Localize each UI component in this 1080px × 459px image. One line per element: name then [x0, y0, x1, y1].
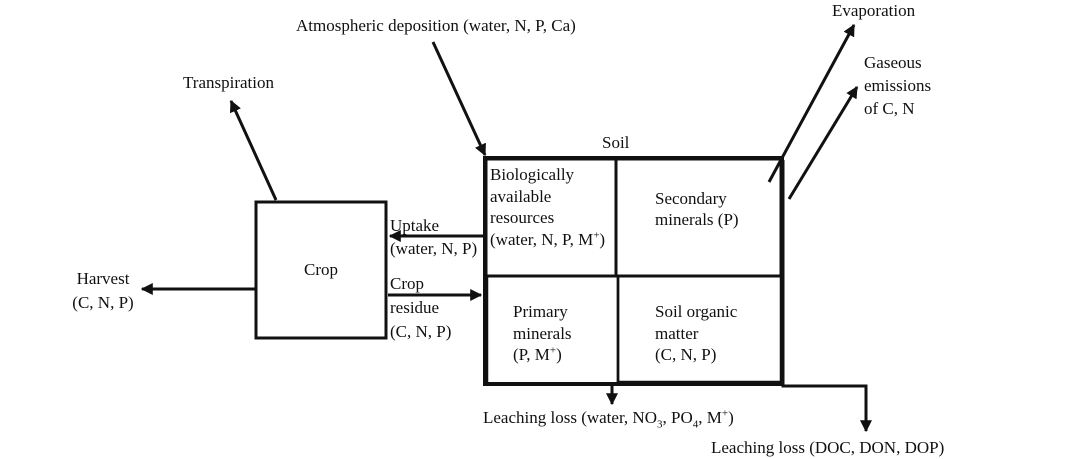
gaseous-emissions-line: of C, N [864, 99, 915, 118]
atmospheric-deposition-arrow [431, 41, 487, 157]
text-part: ) [556, 345, 562, 364]
uptake-label: Uptake (water, N, P) [390, 214, 477, 260]
crop-residue-line: Crop [390, 274, 424, 293]
text-part: , M [698, 408, 722, 427]
biologically-available-line: Biologically [490, 165, 575, 184]
evaporation-arrow [767, 23, 856, 183]
secondary-minerals-line: minerals (P) [655, 210, 739, 229]
crop-box [254, 200, 388, 340]
biologically-available-line: (water, N, P, M+) [490, 229, 605, 251]
biologically-available-label: Biologically available resources (water,… [490, 164, 605, 250]
text-part: (P, M [513, 345, 550, 364]
primary-minerals-line: minerals [513, 323, 572, 343]
soil-organic-matter-line: Soil organic [655, 302, 738, 321]
leaching-organic-label: Leaching loss (DOC, DON, DOP) [711, 438, 945, 457]
text-part: ) [728, 408, 734, 427]
subscript: 4 [692, 418, 699, 431]
text-part: (water, N, P, M [490, 229, 594, 249]
subscript: 3 [656, 418, 663, 431]
secondary-minerals-label: Secondary minerals (P) [655, 188, 739, 230]
text-part: , PO [662, 408, 693, 427]
gaseous-emissions-line: Gaseous [864, 53, 922, 72]
superscript: + [593, 228, 600, 241]
primary-minerals-label: Primary minerals (P, M+) [513, 301, 572, 366]
gaseous-emissions-arrow [787, 85, 859, 200]
biologically-available-line: resources [490, 208, 555, 227]
soil-title: Soil [602, 133, 630, 152]
uptake-line: Uptake [390, 216, 440, 235]
atmospheric-deposition-label: Atmospheric deposition (water, N, P, Ca) [296, 16, 576, 35]
uptake-line: (water, N, P) [390, 239, 478, 258]
gaseous-emissions-label: Gaseous emissions of C, N [864, 51, 931, 120]
transpiration-label: Transpiration [183, 73, 274, 92]
crop-label: Crop [304, 260, 338, 279]
evaporation-label: Evaporation [832, 1, 916, 20]
soil-organic-matter-compartment [616, 274, 783, 384]
secondary-minerals-line: Secondary [655, 189, 727, 208]
gaseous-emissions-line: emissions [864, 76, 932, 95]
primary-minerals-line: Primary [513, 302, 568, 321]
text-part: Leaching loss (water, NO [483, 408, 657, 427]
text-part: ) [599, 229, 606, 249]
soil-organic-matter-line: matter [655, 323, 699, 343]
crop-residue-line: (C, N, P) [390, 322, 452, 341]
harvest-label: Harvest (C, N, P) [66, 267, 140, 315]
harvest-line: (C, N, P) [72, 293, 134, 312]
crop-residue-label: Crop residue (C, N, P) [390, 272, 451, 344]
transpiration-arrow [229, 99, 278, 201]
biologically-available-line: available [490, 186, 552, 206]
superscript: + [721, 407, 729, 420]
soil-organic-matter-label: Soil organic matter (C, N, P) [655, 301, 737, 366]
leaching-inorganic-label: Leaching loss (water, NO3, PO4, M+) [483, 407, 734, 431]
soil-organic-matter-line: (C, N, P) [655, 345, 717, 364]
crop-residue-line: residue [390, 298, 440, 317]
harvest-line: Harvest [76, 269, 130, 288]
leaching-organic-arrow [781, 160, 872, 433]
superscript: + [549, 344, 557, 357]
primary-minerals-line: (P, M+) [513, 344, 572, 366]
